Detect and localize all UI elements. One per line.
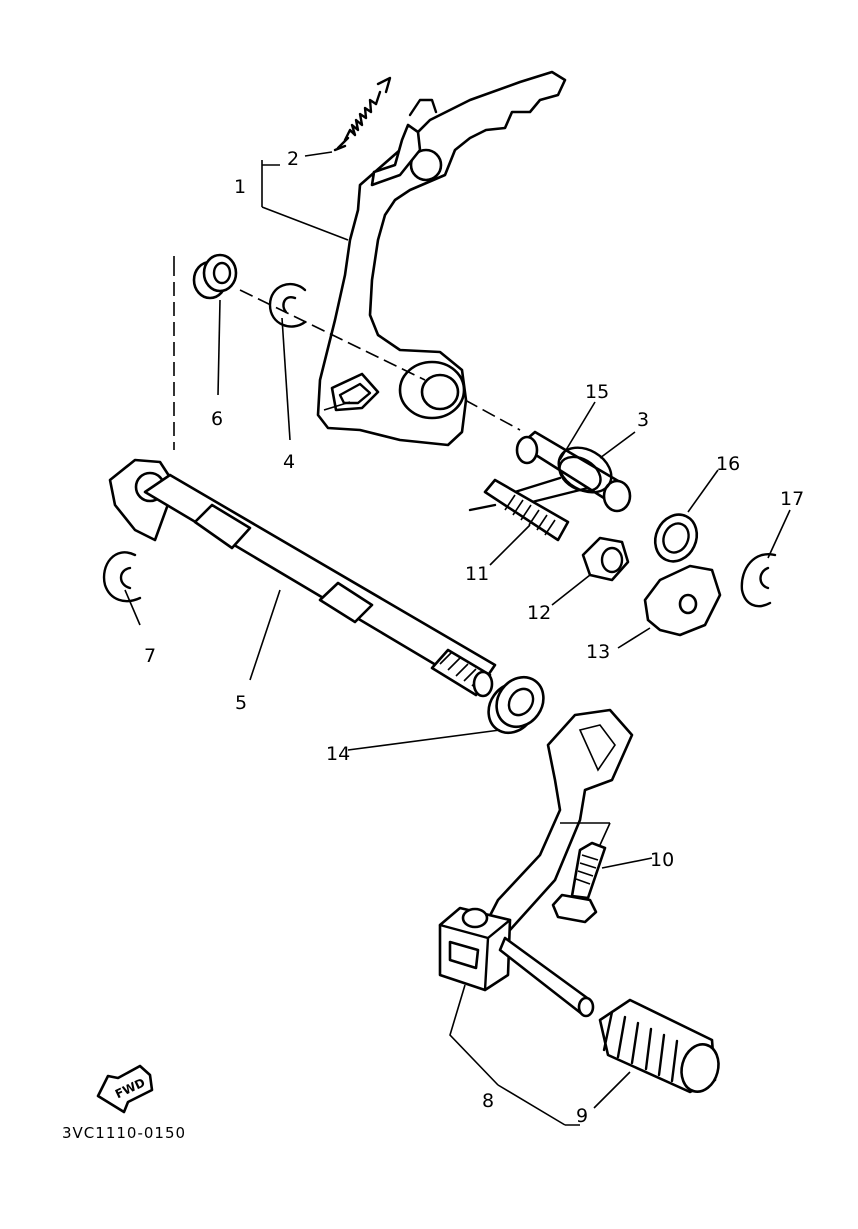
part-4-circlip — [268, 283, 307, 328]
label-14: 14 — [326, 743, 350, 765]
part-17-circlip — [740, 552, 777, 608]
label-6: 6 — [211, 408, 223, 430]
label-15: 15 — [585, 381, 609, 403]
label-4: 4 — [283, 451, 295, 473]
part-7-circlip — [102, 551, 142, 603]
part-16-washer — [653, 513, 699, 563]
label-7: 7 — [144, 645, 156, 667]
label-1: 1 — [234, 176, 246, 198]
forward-direction-badge: FWD — [96, 1064, 154, 1114]
part-11-spring — [468, 478, 570, 542]
part-9-pedal-rubber — [598, 998, 720, 1094]
label-16: 16 — [716, 453, 740, 475]
part-2-spring — [333, 76, 392, 152]
part-labels: 1 2 3 4 5 6 7 8 9 10 11 12 13 14 15 16 1… — [144, 148, 804, 1127]
diagram-code: 3VC1110-0150 — [62, 1124, 186, 1142]
part-10-bolt — [551, 841, 607, 924]
part-6-collar — [192, 253, 238, 300]
leader-lines — [124, 151, 791, 1126]
label-10: 10 — [650, 849, 674, 871]
part-1-shift-arm — [316, 70, 567, 447]
part-15-bolt — [515, 430, 632, 513]
label-9: 9 — [576, 1105, 588, 1127]
part-13-plate — [643, 564, 722, 637]
label-11: 11 — [465, 563, 489, 585]
part-5-shift-shaft — [108, 458, 497, 698]
part-12-nut — [581, 536, 630, 582]
part-14-oil-seal — [487, 675, 545, 735]
label-8: 8 — [482, 1090, 494, 1112]
label-12: 12 — [527, 602, 551, 624]
label-13: 13 — [586, 641, 610, 663]
part-8-shift-pedal — [438, 708, 634, 1018]
label-5: 5 — [235, 692, 247, 714]
label-17: 17 — [780, 488, 804, 510]
label-3: 3 — [637, 409, 649, 431]
label-2: 2 — [287, 148, 299, 170]
assembly-guide-lines — [173, 262, 521, 450]
